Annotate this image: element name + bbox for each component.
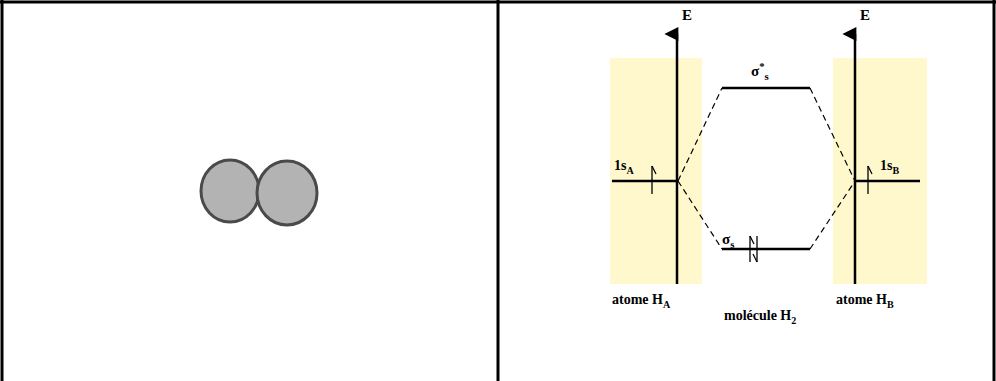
molecule-label: molécule H2 — [724, 308, 796, 327]
axis-label: E — [682, 6, 692, 24]
energy-level — [612, 88, 920, 249]
orbital-label: σs — [722, 230, 734, 251]
energy-axis — [676, 34, 679, 284]
energy-axis — [854, 34, 857, 284]
atom-label: atome HB — [836, 292, 894, 311]
orbital-label: σ*s — [751, 60, 769, 83]
orbital-label: 1sB — [880, 158, 899, 177]
atom-label: atome HA — [612, 292, 670, 311]
molecule-model — [201, 160, 317, 225]
electron-arrow — [652, 166, 872, 262]
orbital-label: 1sA — [614, 158, 634, 177]
atom-band — [610, 58, 702, 284]
correlation-line — [678, 88, 855, 249]
atom-band — [833, 58, 927, 284]
axis-label: E — [860, 6, 870, 24]
